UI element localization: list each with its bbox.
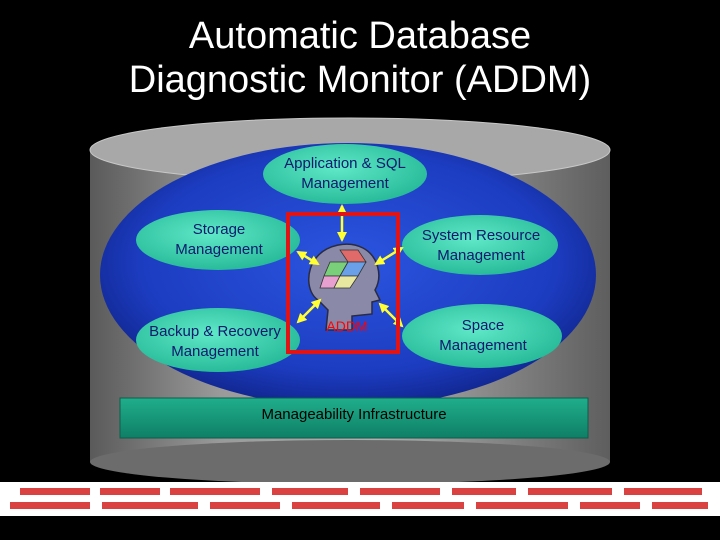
node-space[interactable] <box>402 304 562 368</box>
node-app-sql[interactable] <box>263 144 427 204</box>
head-with-cube-icon <box>308 243 382 331</box>
label-storage: Storage Management <box>175 221 263 258</box>
node-storage[interactable] <box>136 210 300 270</box>
label-backup-recovery: Backup & Recovery Management <box>149 323 281 360</box>
infrastructure-bar <box>119 397 589 439</box>
addm-highlight-box <box>286 212 400 354</box>
label-addm: ADDM <box>326 318 368 334</box>
label-space: Space Management <box>439 317 527 354</box>
slide-title: Automatic Database Diagnostic Monitor (A… <box>0 14 720 102</box>
label-app-sql: Application & SQL Management <box>284 155 406 192</box>
title-line-1: Automatic Database <box>188 15 532 57</box>
node-backup-recovery[interactable] <box>136 308 300 372</box>
title-line-2: Diagnostic Monitor (ADDM) <box>128 59 592 101</box>
label-system-resource: System Resource Management <box>421 227 541 264</box>
label-infrastructure: Manageability Infrastructure <box>261 406 447 423</box>
node-system-resource[interactable] <box>402 215 558 275</box>
footer-logo-banner <box>0 482 720 516</box>
